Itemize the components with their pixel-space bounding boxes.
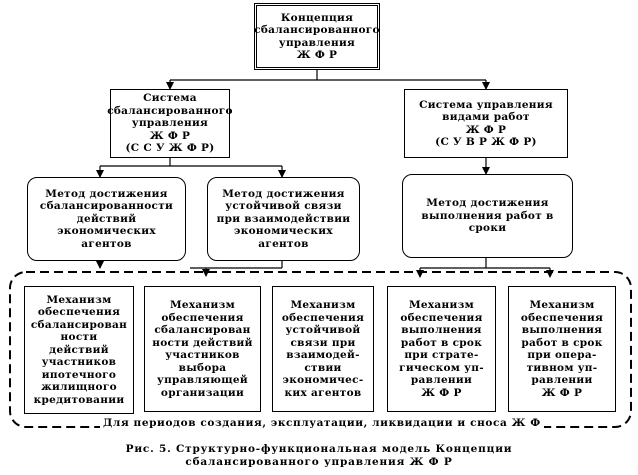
- mechanism-box-strategic: Механизм обеспечения выполнения работ в …: [387, 286, 496, 412]
- mechanism-text-mortgage: Механизм обеспечения сбалансирован ности…: [30, 293, 128, 406]
- method-timely-box: Метод достижения выполнения работ в срок…: [402, 174, 573, 258]
- figure-caption-line1: Рис. 5. Структурно-функциональная модель…: [125, 443, 513, 455]
- mechanism-text-strategic: Механизм обеспечения выполнения работ в …: [399, 299, 484, 399]
- system-work-types-box: Система управления видами работ Ж Ф Р (С…: [404, 89, 568, 158]
- method-timely-text: Метод достижения выполнения работ в срок…: [421, 197, 554, 235]
- mechanism-box-stable-link: Механизм обеспечения устойчивой связи пр…: [272, 286, 374, 412]
- method-stable-box: Метод достижения устойчивой связи при вз…: [207, 177, 360, 261]
- periods-note: Для периодов создания, эксплуатации, лик…: [100, 417, 544, 429]
- mechanism-text-operational: Механизм обеспечения выполнения работ в …: [520, 299, 604, 399]
- root-concept-box: Концепция сбалансированного управления Ж…: [254, 3, 380, 70]
- figure-caption-line2: сбалансированного управления Ж Ф Р: [185, 456, 453, 468]
- method-balance-text: Метод достижения сбалансированности дейс…: [39, 187, 174, 250]
- mechanism-box-management-selection: Механизм обеспечения сбалансирован ности…: [144, 286, 261, 412]
- mechanism-box-operational: Механизм обеспечения выполнения работ в …: [508, 286, 616, 412]
- figure-caption: Рис. 5. Структурно-функциональная модель…: [0, 443, 638, 469]
- mechanism-box-mortgage: Механизм обеспечения сбалансирован ности…: [24, 286, 134, 414]
- method-stable-text: Метод достижения устойчивой связи при вз…: [216, 187, 351, 250]
- mechanism-text-management-selection: Механизм обеспечения сбалансирован ности…: [152, 299, 253, 399]
- system-balanced-text: Система сбалансированного управления Ж Ф…: [107, 92, 233, 155]
- system-work-types-text: Система управления видами работ Ж Ф Р (С…: [419, 98, 553, 149]
- system-balanced-box: Система сбалансированного управления Ж Ф…: [107, 89, 233, 158]
- mechanism-text-stable-link: Механизм обеспечения устойчивой связи пр…: [281, 299, 365, 399]
- root-concept-text: Концепция сбалансированного управления Ж…: [254, 11, 380, 62]
- method-balance-box: Метод достижения сбалансированности дейс…: [27, 177, 186, 261]
